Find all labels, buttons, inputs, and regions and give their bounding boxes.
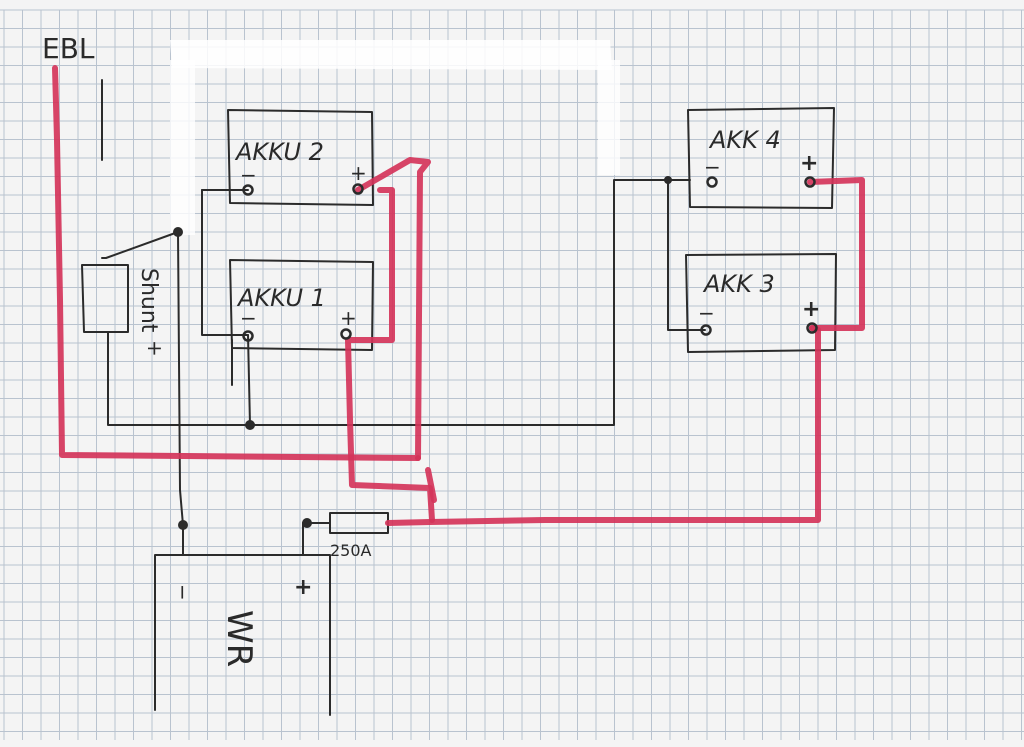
fuse-junction-dot <box>302 518 312 528</box>
akk3-label: AKK 3 <box>702 270 775 298</box>
akk4-plus-sign: + <box>800 151 818 176</box>
akku2-plus-terminal <box>352 183 364 195</box>
akk4-minus-sign: − <box>704 155 721 179</box>
akk3-plus-sign: + <box>802 297 820 322</box>
akku1-label: AKKU 1 <box>236 284 326 312</box>
wr-minus-sign: − <box>171 584 195 601</box>
wr-minus-junction-dot <box>178 520 188 530</box>
akk3-minus-sign: − <box>698 301 715 325</box>
akku1-minus-sign: − <box>240 306 257 330</box>
akku2-minus-terminal <box>242 184 254 196</box>
fuse-symbol <box>329 512 389 534</box>
akk4-label: AKK 4 <box>708 126 781 154</box>
akku1-plus-terminal <box>340 328 352 340</box>
battery-akk3 <box>685 253 837 353</box>
inverter-box <box>154 554 331 716</box>
shunt-plus-sign: + <box>143 340 167 357</box>
wr-plus-sign: + <box>294 575 312 600</box>
ground-junction-dot <box>245 420 255 430</box>
battery-akku2 <box>227 109 374 206</box>
battery-akku1 <box>229 259 374 351</box>
akk3-minus-terminal <box>700 324 712 336</box>
akku2-plus-sign: + <box>350 161 367 185</box>
akku2-label: AKKU 2 <box>234 138 324 166</box>
ebl-label: EBL <box>42 32 95 65</box>
correction-tape-top <box>170 40 612 70</box>
wr-label: WR <box>219 610 259 667</box>
correction-tape-right <box>598 60 620 175</box>
shunt-box <box>81 264 129 333</box>
akk3-plus-terminal <box>806 322 818 334</box>
junction-dots <box>173 176 672 530</box>
battery-akk4 <box>687 107 835 209</box>
akku2-minus-sign: − <box>240 163 257 187</box>
negative-wiring <box>101 79 706 556</box>
fuse-label: 250A <box>330 541 372 560</box>
akk-minus-junction-dot <box>664 176 672 184</box>
akk4-minus-terminal <box>706 176 718 188</box>
terminals <box>242 176 818 342</box>
akk4-plus-terminal <box>804 176 816 188</box>
akku1-minus-terminal <box>242 330 254 342</box>
shunt-label: Shunt <box>136 268 161 333</box>
akku1-plus-sign: + <box>340 306 357 330</box>
correction-tape-left <box>170 60 195 235</box>
red-junction-dot <box>415 455 421 461</box>
shunt-junction-dot <box>173 227 183 237</box>
